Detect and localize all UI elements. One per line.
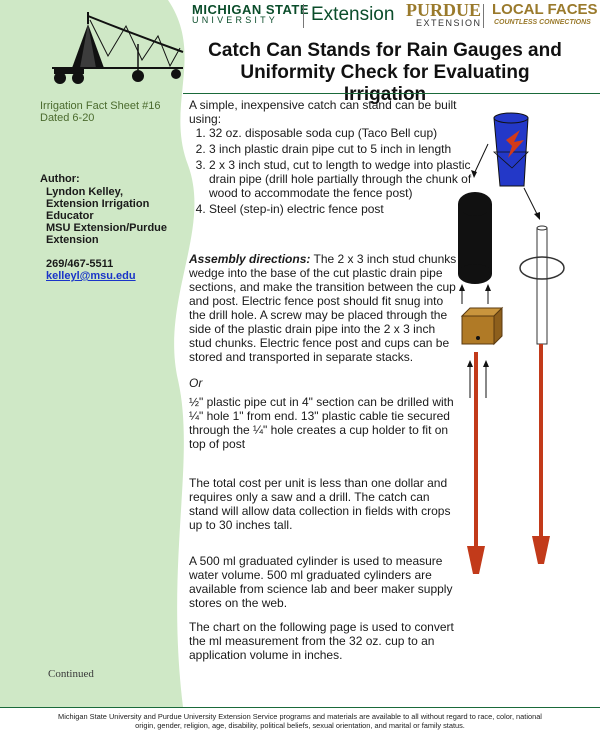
header-logos: MICHIGAN STATE UNIVERSITY Extension PURD… xyxy=(190,0,600,30)
author-line: MSU Extension/Purdue xyxy=(46,222,168,234)
fact-sheet-meta: Irrigation Fact Sheet #16 Dated 6-20 xyxy=(40,100,160,124)
footer-line: Michigan State University and Purdue Uni… xyxy=(58,712,542,721)
materials-list: 32 oz. disposable soda cup (Taco Bell cu… xyxy=(193,126,479,218)
author-email-link[interactable]: kelleyl@msu.edu xyxy=(46,270,136,282)
intro-paragraph: A simple, inexpensive catch can stand ca… xyxy=(189,98,457,126)
logo-divider xyxy=(303,4,304,28)
list-item: 2 x 3 inch stud, cut to length to wedge … xyxy=(209,158,479,200)
author-line: Educator xyxy=(46,210,94,222)
fact-sheet-number: Irrigation Fact Sheet #16 xyxy=(40,100,161,112)
page-title: Catch Can Stands for Rain Gauges and Uni… xyxy=(208,40,562,105)
author-line: Extension xyxy=(46,234,99,246)
purdue-extension-label: EXTENSION xyxy=(416,18,482,28)
assembly-heading: Assembly directions: xyxy=(189,252,311,266)
arrow-icon xyxy=(459,143,540,398)
fence-post-icon xyxy=(467,352,485,574)
author-heading: Author: xyxy=(40,173,80,185)
chart-reference-paragraph: The chart on the following page is used … xyxy=(189,620,454,662)
assembly-text: The 2 x 3 inch stud chunks wedge into th… xyxy=(189,252,457,364)
catch-can-stand-illustration xyxy=(458,112,565,574)
post-with-cup-holder-icon xyxy=(519,225,565,564)
logo-divider xyxy=(483,4,484,28)
local-faces-tagline: COUNTLESS CONNECTIONS xyxy=(494,19,591,26)
or-label: Or xyxy=(189,376,203,390)
pvc-paragraph: ½" plastic pipe cut in 4" section can be… xyxy=(189,395,454,451)
purdue-logo: PURDUE xyxy=(406,0,481,20)
extension-logo: Extension xyxy=(311,4,395,25)
cost-paragraph: The total cost per unit is less than one… xyxy=(189,476,451,532)
cylinder-paragraph: A 500 ml graduated cylinder is used to m… xyxy=(189,554,453,610)
msu-logo-line1: MICHIGAN STATE xyxy=(192,2,310,17)
header-rule xyxy=(183,93,600,94)
fact-sheet-date: Dated 6-20 xyxy=(40,112,95,124)
local-faces-logo: LOCAL FACES xyxy=(492,1,598,18)
footer-disclaimer: Michigan State University and Purdue Uni… xyxy=(0,712,600,730)
list-item: Steel (step-in) electric fence post xyxy=(209,202,479,216)
continued-label: Continued xyxy=(48,668,94,680)
drain-pipe-icon xyxy=(458,192,492,284)
list-item: 3 inch plastic drain pipe cut to 5 inch … xyxy=(209,142,479,156)
list-item: 32 oz. disposable soda cup (Taco Bell cu… xyxy=(209,126,479,140)
author-block: Lyndon Kelley, Extension Irrigation Educ… xyxy=(46,186,167,246)
assembly-paragraph: Assembly directions: The 2 x 3 inch stud… xyxy=(189,252,457,364)
pivot-irrigation-logo xyxy=(52,12,184,84)
wood-block-icon xyxy=(460,306,504,346)
footer-rule xyxy=(0,707,600,708)
footer-line: origin, gender, religion, age, disabilit… xyxy=(135,721,465,730)
author-line: Extension Irrigation xyxy=(46,198,150,210)
msu-logo-line2: UNIVERSITY xyxy=(192,15,279,25)
author-phone: 269/467-5511 xyxy=(46,258,114,270)
author-line: Lyndon Kelley, xyxy=(46,186,124,198)
cup-icon xyxy=(492,112,529,187)
